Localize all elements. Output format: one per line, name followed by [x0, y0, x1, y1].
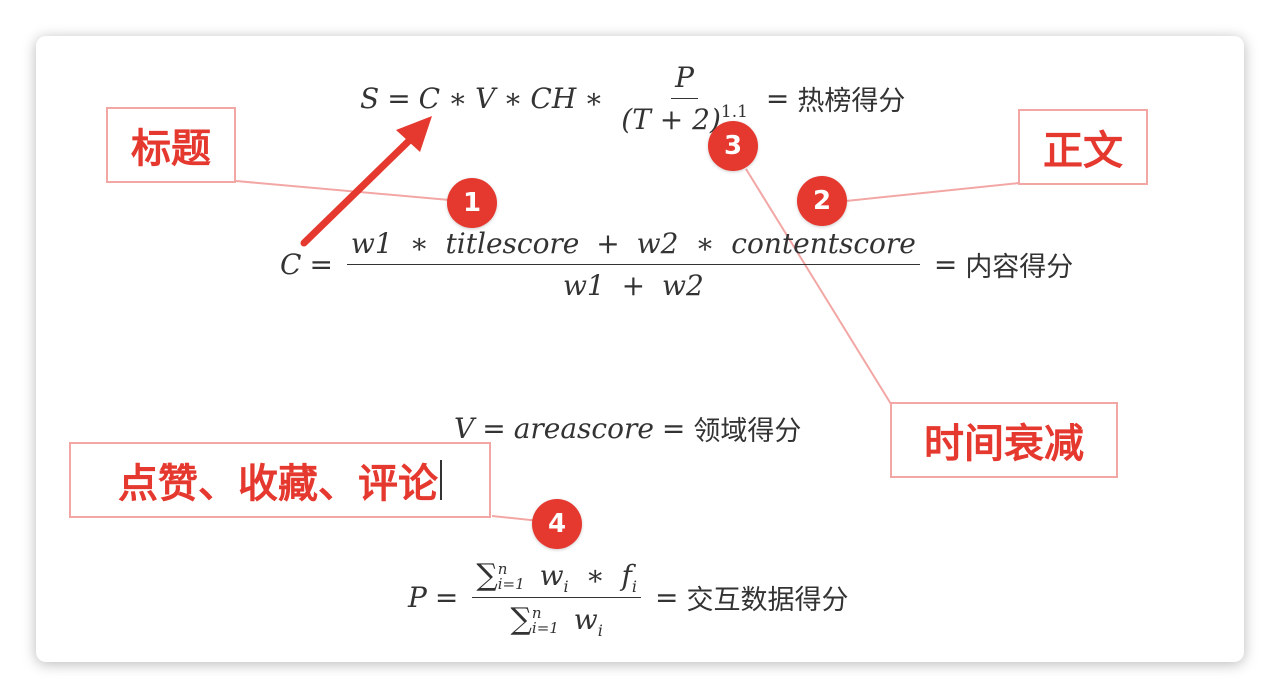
- label-time-decay-text: 时间衰减: [924, 421, 1084, 467]
- equation-content: C = w1 ∗ titlescore + w2 ∗ contentscore …: [280, 226, 1073, 302]
- eq-p-den-w-index: i: [597, 620, 603, 640]
- eq-p-den-w: w: [573, 602, 598, 636]
- eq-s-fraction: P (T + 2)1.1: [617, 61, 752, 136]
- badge-3[interactable]: 3: [708, 121, 758, 171]
- label-interaction[interactable]: 点赞、收藏、评论: [69, 442, 491, 518]
- badge-2[interactable]: 2: [797, 176, 847, 226]
- eq-c-denominator: w1 + w2: [559, 265, 708, 302]
- eq-c-plus: +: [596, 226, 620, 260]
- eq-p-lower: i=1: [497, 575, 525, 593]
- eq-v-lhs: V: [454, 411, 475, 445]
- eq-p-den-lower: i=1: [531, 619, 559, 637]
- eq-p-w: w: [539, 558, 564, 592]
- eq-p-upper: n: [497, 560, 508, 578]
- text-cursor: [440, 460, 442, 500]
- eq-v-equals: =: [482, 411, 506, 445]
- badge-4[interactable]: 4: [532, 499, 582, 549]
- eq-p-f: f: [621, 558, 632, 592]
- eq-p-f-index: i: [631, 576, 637, 596]
- connector-content: [845, 182, 1020, 202]
- eq-c-den-w1: w1: [562, 268, 605, 302]
- eq-c-times: ∗: [695, 226, 715, 260]
- eq-s-meaning: 热榜得分: [797, 85, 906, 117]
- eq-p-equals: =: [655, 580, 679, 614]
- label-time-decay[interactable]: 时间衰减: [890, 402, 1118, 478]
- formula-card: S = C ∗ V ∗ CH ∗ P (T + 2)1.1 = 热榜得分 C =…: [36, 36, 1244, 662]
- eq-c-meaning: 内容得分: [965, 251, 1074, 283]
- eq-p-equals: =: [434, 580, 459, 614]
- eq-p-w-index: i: [563, 576, 569, 596]
- eq-s-equals: =: [765, 81, 790, 115]
- label-content-text: 正文: [1043, 128, 1123, 174]
- equation-score: S = C ∗ V ∗ CH ∗ P (T + 2)1.1 = 热榜得分: [360, 60, 905, 136]
- eq-c-equals: =: [309, 247, 333, 281]
- eq-p-lhs: P: [408, 580, 427, 614]
- arrow-shaft: [300, 128, 422, 247]
- eq-s-lhs: S: [360, 81, 380, 115]
- arrow-head: [396, 116, 432, 152]
- eq-c-den-plus: +: [621, 268, 646, 302]
- eq-c-den-w2: w2: [662, 268, 704, 302]
- equation-area: V = areascore = 领域得分: [454, 408, 801, 448]
- label-title[interactable]: 标题: [106, 107, 236, 183]
- eq-s-term-c: C: [418, 81, 441, 115]
- eq-c-equals: =: [933, 247, 958, 281]
- eq-c-fraction: w1 ∗ titlescore + w2 ∗ contentscore w1 +…: [346, 226, 920, 302]
- eq-v-rhs: areascore: [513, 411, 654, 445]
- label-content[interactable]: 正文: [1018, 109, 1148, 185]
- eq-v-meaning: 领域得分: [693, 415, 802, 447]
- eq-p-den-sum-symbol: ∑: [510, 601, 532, 637]
- eq-s-den-base: (T + 2): [621, 102, 721, 136]
- eq-s-term-ch: CH: [530, 81, 577, 115]
- eq-p-times: ∗: [585, 558, 605, 592]
- eq-s-times: ∗: [503, 81, 523, 115]
- eq-s-denominator: (T + 2)1.1: [617, 99, 752, 136]
- eq-c-times: ∗: [409, 226, 429, 260]
- eq-s-equals: =: [387, 81, 411, 115]
- eq-v-equals: =: [661, 411, 686, 445]
- eq-p-sum-symbol: ∑: [476, 557, 498, 593]
- eq-s-term-v: V: [475, 81, 496, 115]
- eq-s-numerator: P: [671, 61, 699, 99]
- eq-s-exponent: 1.1: [720, 101, 748, 122]
- eq-c-w1: w1: [350, 226, 393, 260]
- badge-1[interactable]: 1: [447, 178, 497, 228]
- eq-c-titlescore: titlescore: [445, 226, 580, 260]
- eq-p-meaning: 交互数据得分: [686, 584, 849, 616]
- eq-p-den-upper: n: [531, 604, 542, 622]
- eq-s-times: ∗: [584, 81, 604, 115]
- eq-c-contentscore: contentscore: [731, 226, 916, 260]
- label-title-text: 标题: [131, 126, 211, 172]
- label-interaction-text: 点赞、收藏、评论: [118, 461, 438, 507]
- annotation-lines: [235, 116, 1020, 522]
- eq-c-w2: w2: [636, 226, 679, 260]
- eq-s-times: ∗: [448, 81, 468, 115]
- eq-c-lhs: C: [280, 247, 302, 281]
- eq-c-numerator: w1 ∗ titlescore + w2 ∗ contentscore: [346, 226, 920, 265]
- connector-time-decay: [745, 168, 892, 405]
